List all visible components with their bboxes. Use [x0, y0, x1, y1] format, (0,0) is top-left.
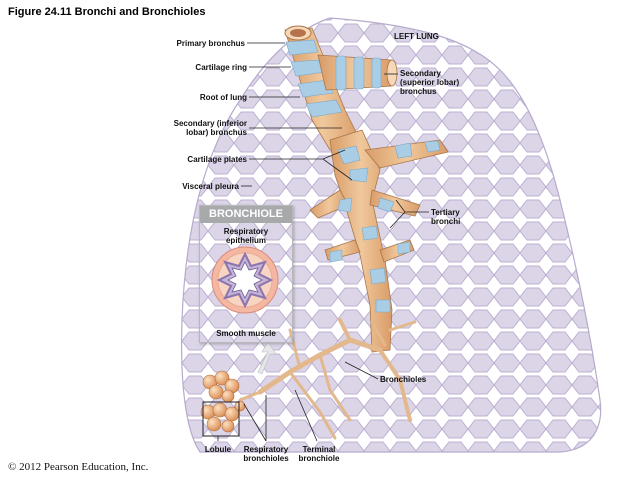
label-terminal-bronchiole-line2: bronchiole: [298, 454, 340, 463]
label-terminal-bronchiole-line1: Terminal: [302, 445, 336, 454]
label-secondary-superior-line2: (superior lobar): [400, 78, 460, 87]
label-lobule: Lobule: [204, 445, 232, 454]
secondary-inferior-bronchus: [309, 129, 449, 353]
bronchiole-inset: BRONCHIOLE: [199, 205, 293, 343]
label-primary-bronchus: Primary bronchus: [176, 39, 245, 48]
label-cartilage-ring: Cartilage ring: [195, 63, 247, 72]
label-visceral-pleura: Visceral pleura: [182, 182, 239, 191]
label-secondary-inferior-line2: lobar) bronchus: [186, 128, 247, 137]
label-secondary-inferior-line1: Secondary (inferior: [173, 119, 247, 128]
label-respiratory-bronchioles-line1: Respiratory: [243, 445, 289, 454]
label-cartilage-plates: Cartilage plates: [187, 155, 247, 164]
label-secondary-superior-line1: Secondary: [400, 69, 441, 78]
label-respiratory-bronchioles-line2: bronchioles: [243, 454, 289, 463]
bronchiole-cross-section: [211, 246, 279, 314]
inset-title: BRONCHIOLE: [200, 206, 292, 223]
leader-lines: [217, 42, 429, 442]
secondary-superior-bronchus: [317, 54, 398, 91]
lobule-alveoli: [200, 370, 246, 433]
copyright-notice: © 2012 Pearson Education, Inc.: [8, 461, 149, 473]
label-smooth-muscle: Smooth muscle: [216, 329, 276, 338]
inset-pointer-arrow: [257, 341, 277, 375]
bronchioles: [238, 318, 417, 440]
lobule-highlight-box: [202, 401, 240, 437]
label-root-of-lung: Root of lung: [199, 93, 247, 102]
label-bronchioles: Bronchioles: [380, 375, 427, 384]
label-secondary-superior-line3: bronchus: [400, 87, 437, 96]
left-lung-tissue: [180, 17, 602, 453]
primary-bronchus: [284, 25, 361, 151]
label-respiratory-epithelium-line1: Respiratory: [223, 227, 269, 236]
label-tertiary-line1: Tertiary: [431, 208, 460, 217]
figure-title: Figure 24.11 Bronchi and Bronchioles: [8, 6, 206, 18]
label-left-lung: LEFT LUNG: [394, 32, 439, 41]
label-respiratory-epithelium-line2: epithelium: [225, 236, 266, 245]
label-tertiary-line2: bronchi: [431, 217, 461, 226]
